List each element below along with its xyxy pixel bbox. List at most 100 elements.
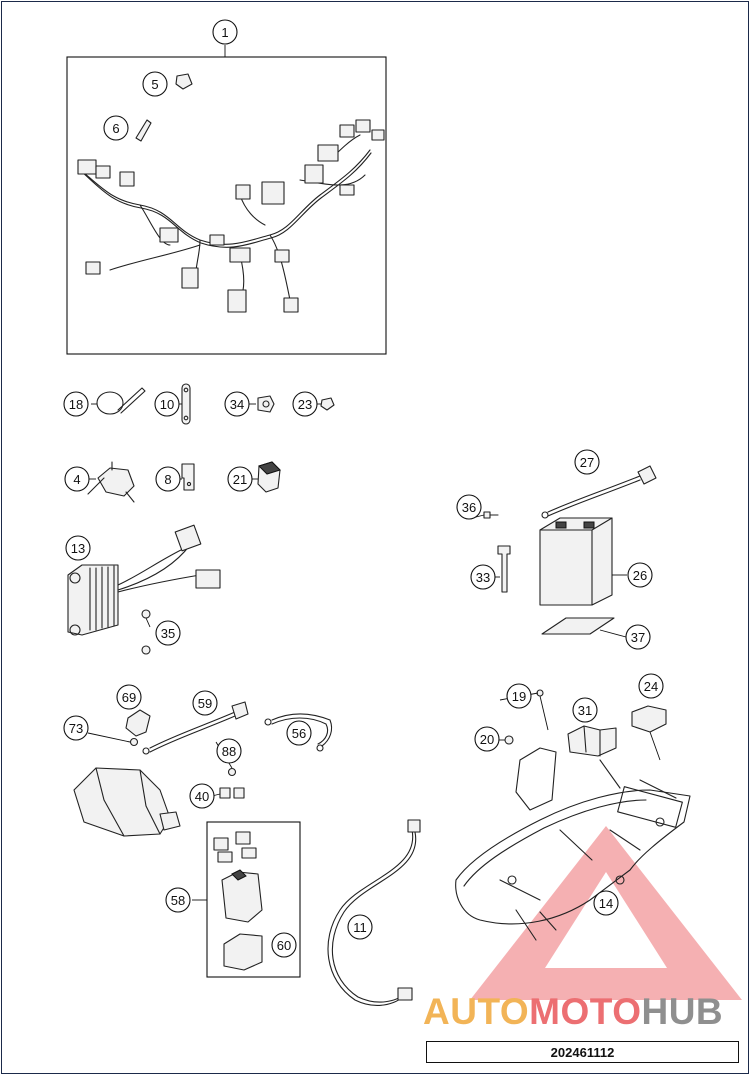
relay-fuses[interactable]: [213, 831, 257, 863]
callout-number: 37: [631, 630, 645, 645]
callout-24: 24: [638, 673, 664, 699]
part-18-cable-tie[interactable]: [96, 387, 146, 415]
callout-5: 5: [142, 71, 168, 97]
callout-number: 11: [353, 920, 367, 935]
part-40-fuse[interactable]: [219, 787, 245, 799]
callout-number: 23: [298, 397, 312, 412]
starter-motor[interactable]: [73, 767, 181, 837]
part-73-nut[interactable]: [129, 737, 139, 747]
part-37-pad[interactable]: [541, 617, 615, 635]
callout-10: 10: [154, 391, 180, 417]
part-14-electronic-box[interactable]: [455, 747, 691, 941]
callout-19: 19: [506, 683, 532, 709]
part-13-voltage-regulator[interactable]: [67, 524, 221, 636]
callout-37: 37: [625, 624, 651, 650]
watermark-auto: AUTO: [423, 991, 530, 1032]
part-33-strap[interactable]: [497, 545, 511, 593]
callout-number: 88: [222, 744, 236, 759]
callout-number: 59: [198, 696, 212, 711]
part-26-battery[interactable]: [539, 517, 613, 606]
part-6-terminal[interactable]: [135, 119, 152, 142]
drawing-id: 202461112: [550, 1044, 615, 1060]
part-35-screw[interactable]: [141, 609, 151, 655]
starter-relay[interactable]: [221, 869, 263, 923]
callout-number: 58: [171, 893, 185, 908]
callout-21: 21: [227, 466, 253, 492]
callout-number: 8: [164, 472, 171, 487]
callout-27: 27: [574, 449, 600, 475]
callout-number: 18: [69, 397, 83, 412]
leader-line: [145, 617, 151, 628]
part-56-ground-cable[interactable]: [264, 713, 333, 752]
watermark-hub: HUB: [641, 991, 724, 1032]
part-60-relay-cover[interactable]: [223, 933, 263, 971]
drawing-id-box: 202461112: [426, 1041, 739, 1063]
part-11-cable[interactable]: [327, 819, 421, 1006]
callout-31: 31: [572, 697, 598, 723]
callout-73: 73: [63, 715, 89, 741]
callout-34: 34: [224, 391, 250, 417]
callout-number: 14: [599, 896, 613, 911]
callout-number: 31: [578, 703, 592, 718]
leader-line: [87, 732, 131, 743]
part-20-nut[interactable]: [504, 735, 514, 745]
leader-line: [599, 629, 627, 638]
callout-number: 60: [277, 938, 291, 953]
part-27-battery-cable[interactable]: [541, 465, 657, 519]
callout-8: 8: [155, 466, 181, 492]
callout-number: 4: [73, 472, 80, 487]
relay-group-box: [206, 821, 301, 978]
callout-number: 73: [69, 721, 83, 736]
callout-number: 10: [160, 397, 174, 412]
callout-number: 13: [71, 541, 85, 556]
part-23-clip[interactable]: [320, 397, 335, 411]
callout-number: 40: [195, 789, 209, 804]
part-69-protection-cap[interactable]: [125, 709, 151, 737]
wiring-harness[interactable]: [77, 119, 385, 313]
callout-number: 26: [633, 568, 647, 583]
part-21-relay[interactable]: [257, 461, 281, 493]
part-19-screw[interactable]: [536, 689, 549, 731]
part-88-screw[interactable]: [227, 767, 237, 777]
callout-number: 33: [476, 570, 490, 585]
callout-1: 1: [212, 19, 238, 45]
wiring-harness-group-box: [66, 56, 387, 355]
part-59-starter-cable[interactable]: [142, 701, 249, 755]
part-24-relay-holder[interactable]: [631, 705, 667, 761]
callout-59: 59: [192, 690, 218, 716]
callout-number: 56: [292, 726, 306, 741]
part-4-handlebar-switch[interactable]: [87, 461, 135, 503]
callout-4: 4: [64, 466, 90, 492]
watermark-logo: AUTOMOTOHUB: [423, 993, 723, 1030]
watermark-triangle: [470, 826, 742, 1000]
part-5-connector[interactable]: [175, 73, 193, 90]
callout-number: 27: [580, 455, 594, 470]
part-10-holding-strap[interactable]: [181, 383, 191, 425]
callout-26: 26: [627, 562, 653, 588]
callout-23: 23: [292, 391, 318, 417]
callout-number: 34: [230, 397, 244, 412]
callout-88: 88: [216, 738, 242, 764]
callout-33: 33: [470, 564, 496, 590]
callout-number: 35: [161, 626, 175, 641]
callout-20: 20: [474, 726, 500, 752]
callout-6: 6: [103, 115, 129, 141]
callout-35: 35: [155, 620, 181, 646]
callout-number: 6: [112, 121, 119, 136]
part-8-bracket[interactable]: [181, 463, 195, 491]
watermark-moto: MOTO: [529, 991, 642, 1032]
callout-13: 13: [65, 535, 91, 561]
callout-number: 19: [512, 689, 526, 704]
part-34-grommet[interactable]: [257, 395, 275, 413]
part-31-holder[interactable]: [567, 725, 617, 757]
callout-number: 5: [151, 77, 158, 92]
part-36-screw[interactable]: [483, 511, 499, 519]
callout-number: 21: [233, 472, 247, 487]
callout-69: 69: [116, 684, 142, 710]
callout-number: 20: [480, 732, 494, 747]
callout-60: 60: [271, 932, 297, 958]
callout-14: 14: [593, 890, 619, 916]
